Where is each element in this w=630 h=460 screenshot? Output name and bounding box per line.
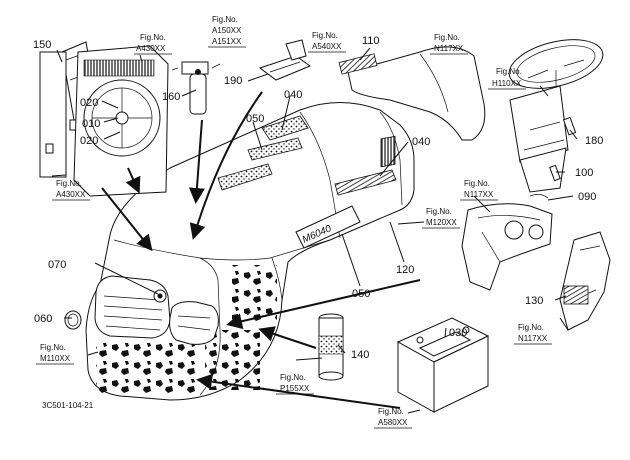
svg-text:Fig.No.: Fig.No. [426,207,452,216]
fig-ref-n117-bottom: Fig.No. N117XX [514,323,552,345]
svg-text:A430XX: A430XX [56,190,86,199]
callout-140: 140 [351,349,369,361]
round-cap-060 [64,310,82,330]
mounting-bracket [258,39,312,81]
svg-text:A430XX: A430XX [136,44,166,53]
callout-070: 070 [48,259,66,271]
svg-text:N117XX: N117XX [464,190,494,199]
decal-130 [563,285,589,305]
callout-020-upper: 020 [80,97,98,109]
top-cover [338,46,486,141]
svg-text:A540XX: A540XX [312,42,342,51]
fig-ref-a150: Fig.No. A150XX A151XX [208,15,246,48]
assembly-arrows [101,91,421,409]
callout-040-top: 040 [284,89,302,101]
steering-assembly [508,39,604,193]
battery [396,317,490,413]
callout-010: 010 [82,118,100,130]
svg-text:A151XX: A151XX [212,37,242,46]
fig-ref-a580: Fig.No. A580XX [374,407,412,429]
figure-references: Fig.No. A430XX Fig.No. A150XX A151XX Fig… [36,15,552,429]
fig-ref-n117-top: Fig.No. N117XX [430,33,468,55]
svg-text:Fig.No.: Fig.No. [56,179,82,188]
cylinder-part [318,313,344,381]
dash-panel [461,194,553,291]
svg-text:Fig.No.: Fig.No. [280,373,306,382]
callout-120: 120 [396,264,414,276]
leader-lines [51,47,578,414]
callout-090: 090 [578,191,596,203]
svg-text:H110XX: H110XX [492,79,522,88]
callout-130: 130 [525,295,543,307]
callout-190: 190 [224,75,242,87]
fig-ref-n117-mid: Fig.No. N117XX [460,179,498,201]
svg-text:Fig.No.: Fig.No. [464,179,490,188]
svg-text:A150XX: A150XX [212,26,242,35]
callout-060: 060 [34,313,52,325]
fig-ref-a430-left: Fig.No. A430XX [52,179,90,201]
lower-side-panel [559,231,611,331]
svg-text:Fig.No.: Fig.No. [378,407,404,416]
callout-050-bottom: 050 [352,288,370,300]
filter-assembly [171,61,221,115]
decal-050-side [217,163,273,191]
callout-110: 110 [362,35,380,47]
svg-text:M110XX: M110XX [40,354,71,363]
callout-labels: 150 020 010 020 160 190 040 050 110 040 … [33,35,603,361]
callout-050-top: 050 [246,113,264,125]
callout-100: 100 [575,167,593,179]
svg-text:N117XX: N117XX [434,44,464,53]
callout-150: 150 [33,39,51,51]
svg-text:A580XX: A580XX [378,418,408,427]
callout-030: 030 [449,327,467,339]
svg-text:Fig.No.: Fig.No. [518,323,544,332]
svg-text:Fig.No.: Fig.No. [212,15,238,24]
fig-ref-h110: Fig.No. H110XX [488,67,526,90]
svg-text:M120XX: M120XX [426,218,457,227]
svg-text:Fig.No.: Fig.No. [140,33,166,42]
fig-ref-m120: Fig.No. M120XX [422,207,460,229]
radiator-shroud [73,45,169,197]
callout-040-right: 040 [412,136,430,148]
decal-040-top [261,115,309,141]
callout-180: 180 [585,135,603,147]
fig-ref-m110: Fig.No. M110XX [36,343,74,365]
figure-code: 3C501-104-21 [42,401,94,410]
fig-ref-a430-top: Fig.No. A430XX [134,33,172,55]
svg-text:Fig.No.: Fig.No. [40,343,66,352]
fig-ref-p155: Fig.No. P155XX [276,373,314,395]
svg-text:Fig.No.: Fig.No. [312,31,338,40]
svg-text:Fig.No.: Fig.No. [434,33,460,42]
callout-020-lower: 020 [80,135,98,147]
svg-text:P155XX: P155XX [280,384,310,393]
svg-text:N117XX: N117XX [518,334,548,343]
decal-110 [338,53,378,75]
fig-ref-a540: Fig.No. A540XX [308,31,346,53]
callout-160: 160 [162,91,180,103]
svg-text:Fig.No.: Fig.No. [496,67,522,76]
side-plate-120 [380,135,396,168]
hood-assembly [85,102,415,401]
decal-050-upper [247,137,303,161]
decal-040-right [334,169,397,196]
